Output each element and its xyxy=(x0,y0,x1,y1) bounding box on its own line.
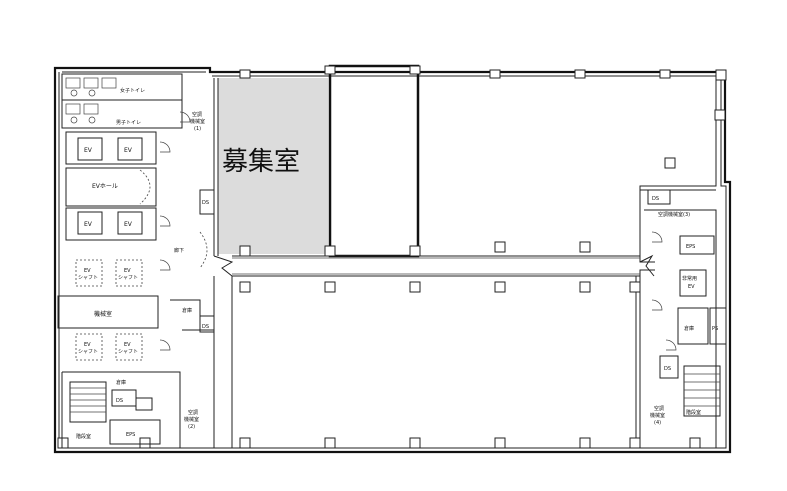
emergency-ev-label: 非常用 EV xyxy=(682,275,697,290)
columns-bottom xyxy=(57,437,701,449)
label-line: シャフト xyxy=(118,349,138,355)
ds-right-label: DS xyxy=(652,196,659,202)
mens-toilet-label: 男子トイレ xyxy=(116,119,141,126)
outer-wall xyxy=(53,66,732,454)
ps-label: PS xyxy=(712,326,718,332)
ac-machine-room-4-label: 空調機械室(4) xyxy=(650,405,665,426)
right-room-walls xyxy=(420,80,717,257)
label-line: EV xyxy=(688,284,695,290)
storage-left-2-label: 倉庫 xyxy=(116,379,126,386)
ds-left-3-label: DS xyxy=(116,398,123,404)
ev-hall-label: EVホール xyxy=(92,183,118,190)
right-core xyxy=(639,189,727,448)
label-line: (4) xyxy=(654,420,661,426)
ds-right-2-label: DS xyxy=(664,366,671,372)
lower-office-walls xyxy=(213,276,641,448)
ac-machine-room-3-label: 空調機械室(3) xyxy=(658,211,690,218)
left-core xyxy=(57,73,234,448)
eps-right-label: EPS xyxy=(686,244,695,250)
room-partition-thick xyxy=(328,64,420,258)
label-line: シャフト xyxy=(78,275,98,281)
ev-3-label: EV xyxy=(84,221,93,228)
label-line: シャフト xyxy=(118,275,138,281)
label-line: 機械室 xyxy=(190,118,205,125)
stair-room-left-label: 階段室 xyxy=(76,433,91,440)
eps-left-label: EPS xyxy=(126,432,135,438)
corridor-label: 廊下 xyxy=(174,247,184,254)
ds-left-2-label: DS xyxy=(202,324,209,330)
ac-machine-room-1-label: 空調機械室(1) xyxy=(190,111,205,132)
highlighted-room-fill xyxy=(218,78,328,254)
ev-1-label: EV xyxy=(84,147,93,154)
columns-corridor xyxy=(239,109,726,257)
storage-left-label: 倉庫 xyxy=(182,307,192,314)
label-line: 機械室 xyxy=(650,412,665,419)
label-line: 機械室 xyxy=(184,416,199,423)
machine-room-label: 機械室 xyxy=(94,310,112,318)
label-line: EV xyxy=(124,268,131,274)
label-line: 空調 xyxy=(192,111,202,118)
label-line: 非常用 xyxy=(682,275,697,282)
label-line: EV xyxy=(84,342,91,348)
corridor-walls xyxy=(232,255,655,277)
label-line: (1) xyxy=(194,126,201,132)
ac-machine-room-2-label: 空調機械室(2) xyxy=(184,409,199,430)
ds-left-label: DS xyxy=(202,200,209,206)
label-line: シャフト xyxy=(78,349,98,355)
highlighted-room-label: 募集室 xyxy=(222,147,300,177)
ev-2-label: EV xyxy=(124,147,133,154)
storage-right-label: 倉庫 xyxy=(684,325,694,332)
ev-4-label: EV xyxy=(124,221,133,228)
label-line: EV xyxy=(124,342,131,348)
label-line: (2) xyxy=(188,424,195,430)
womens-toilet-label: 女子トイレ xyxy=(120,87,145,94)
label-line: 空調 xyxy=(654,405,664,412)
columns-top xyxy=(239,65,727,81)
label-line: EV xyxy=(84,268,91,274)
label-line: 空調 xyxy=(188,409,198,416)
columns-side xyxy=(239,281,641,293)
stair-room-right-label: 階段室 xyxy=(686,409,701,416)
